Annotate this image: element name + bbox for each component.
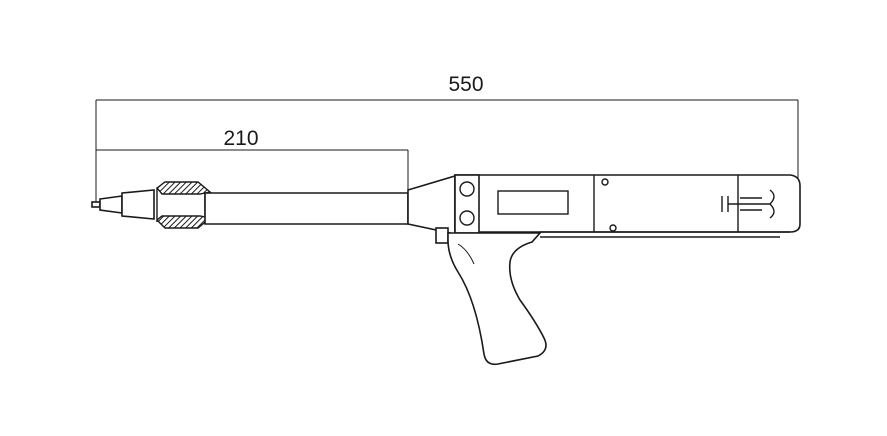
body-window <box>497 190 569 215</box>
tool-nose <box>407 174 456 235</box>
tool-main-body <box>454 174 801 233</box>
tool-outline <box>91 174 801 366</box>
dimension-label-front: 210 <box>223 127 258 150</box>
tool-barrel <box>204 192 409 225</box>
screw-icon <box>609 224 617 232</box>
screw-icon <box>601 178 609 186</box>
tool-tip <box>91 189 155 220</box>
trigger <box>435 227 449 244</box>
dimension-front: 210 <box>96 127 409 190</box>
bolt-icon <box>459 181 475 197</box>
pistol-grip <box>447 232 547 366</box>
bolt-icon <box>459 210 475 226</box>
dimension-label-overall: 550 <box>448 73 483 96</box>
grip-contour <box>457 243 475 265</box>
dimension-overall: 550 <box>95 73 799 205</box>
tool-collar <box>155 181 212 229</box>
clamp-plate <box>454 174 480 234</box>
rear-latch <box>721 189 775 219</box>
